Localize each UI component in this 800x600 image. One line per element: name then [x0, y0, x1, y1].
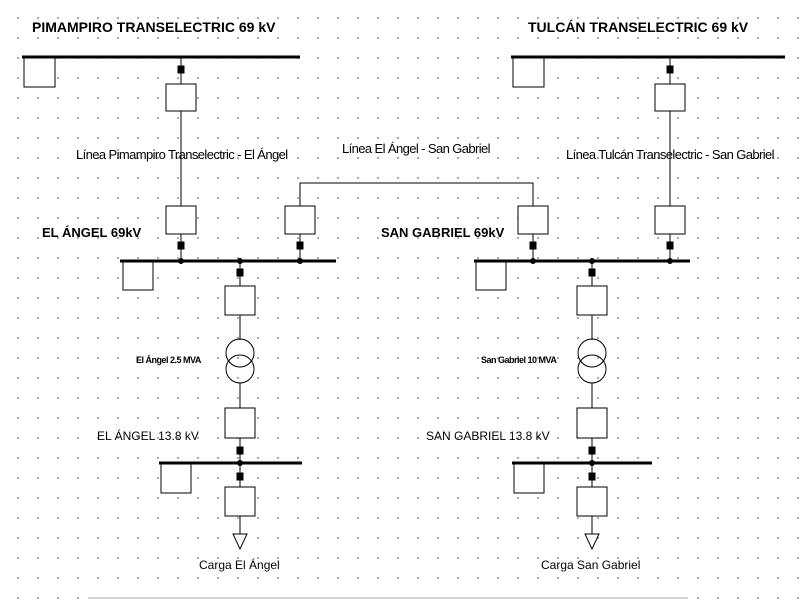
sangabriel-trafo-label: San Gabriel 10 MVA [481, 355, 557, 365]
elangel-13-bus-box [160, 463, 192, 494]
sangabriel-transformer-hv-winding [577, 338, 607, 368]
pimampiro-bus-label: PIMAMPIRO TRANSELECTRIC 69 kV [32, 19, 276, 35]
sangabriel-transformer-lv-winding [577, 354, 607, 384]
elangel-69-label: EL ÁNGEL 69kV [42, 225, 142, 240]
sangabriel-69-label: SAN GABRIEL 69kV [381, 225, 505, 240]
elangel-load-arrow [232, 533, 248, 551]
breaker-icon [529, 241, 537, 250]
sangabriel-13-bus-box [513, 463, 545, 494]
sangabriel-13-label: SAN GABRIEL 13.8 kV [426, 429, 550, 443]
tulcan-bus-box [512, 57, 545, 88]
elangel-69-bus-box [122, 261, 154, 291]
sangabriel-load-label: Carga San Gabriel [541, 558, 641, 572]
breaker-icon [296, 241, 304, 250]
elangel-load-terminal [224, 486, 256, 517]
line-tulcan-label: Línea Tulcán Transelectric - San Gabriel [566, 147, 775, 162]
sangabriel-line-terminal-2 [654, 205, 686, 235]
breaker-icon [666, 241, 674, 250]
bottom-scroll-edge [88, 597, 688, 599]
line-elangel-sangabriel-label: Línea El Ángel - San Gabriel [342, 141, 491, 156]
sangabriel-load-terminal [576, 486, 608, 517]
elangel-line-terminal-1 [165, 205, 197, 235]
breaker-icon [236, 446, 244, 455]
tulcan-line-terminal [654, 83, 686, 112]
pimampiro-line-terminal [165, 83, 197, 112]
breaker-icon [588, 446, 596, 455]
line-elangel-sangabriel [299, 182, 534, 206]
sangabriel-line-terminal-1 [517, 205, 549, 235]
elangel-trafo-label: El Ángel 2.5 MVA [136, 355, 201, 365]
elangel-load-label: Carga El Ángel [199, 558, 280, 572]
sangabriel-69-bus-box [475, 261, 507, 291]
sangabriel-load-arrow [584, 533, 600, 551]
sangabriel-trafo-hv-terminal [576, 285, 608, 316]
sangabriel-trafo-lv-terminal [576, 407, 608, 439]
elangel-13-label: EL ÁNGEL 13.8 kV [97, 429, 199, 443]
tulcan-bus-label: TULCÁN TRANSELECTRIC 69 kV [528, 19, 749, 35]
pimampiro-bus-box [23, 57, 56, 88]
elangel-trafo-hv-terminal [224, 285, 256, 316]
elangel-transformer-lv-winding [225, 354, 255, 384]
elangel-trafo-lv-terminal [224, 407, 256, 439]
elangel-transformer-hv-winding [225, 338, 255, 368]
breaker-icon [177, 241, 185, 250]
line-pimampiro-label: Línea Pimampiro Transelectric - El Ángel [76, 147, 288, 162]
elangel-line-terminal-2 [284, 205, 316, 235]
